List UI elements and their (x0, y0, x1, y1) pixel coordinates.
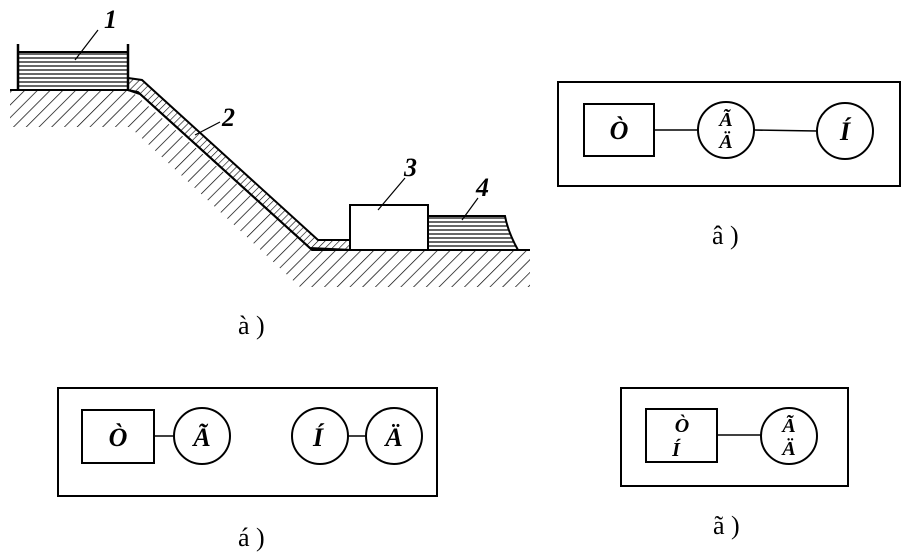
circle-top-d: Ã (780, 414, 795, 437)
box-bottom-d: Í (671, 438, 681, 461)
circle3-label-c: Ä (383, 423, 402, 452)
figure-b: Ò Ã Ä Í â ) (557, 81, 901, 250)
caption-a: à ) (238, 311, 265, 340)
ground-hatching (10, 90, 530, 287)
figure-a: 1 2 3 4 à ) (10, 5, 530, 340)
callout-4: 4 (475, 173, 489, 202)
circle1-label-c: Ã (191, 423, 210, 452)
frame-c (57, 387, 438, 497)
caption-d: ã ) (713, 511, 740, 540)
circle1-bottom-b: Ä (717, 130, 732, 153)
generator-circle-d (760, 407, 818, 465)
load-circle-b (816, 102, 874, 160)
figure-c: Ò Ã Í Ä á ) (57, 387, 438, 552)
circle2-label-c: Í (312, 423, 325, 452)
upper-reservoir (16, 44, 130, 90)
callout-line-3 (377, 177, 406, 211)
generator-circle-c (173, 407, 231, 465)
pump-circle-c (365, 407, 423, 465)
circle2-label-b: Í (839, 117, 852, 146)
callout-line-4 (461, 197, 479, 221)
caption-b: â ) (712, 221, 739, 250)
callout-2: 2 (221, 103, 235, 132)
box-label-c: Ò (109, 423, 128, 452)
callout-line-2 (194, 121, 221, 136)
figure-d: Ò Í Ã Ä ã ) (620, 387, 849, 540)
callout-1: 1 (104, 5, 117, 34)
box-top-d: Ò (675, 413, 689, 437)
tailrace (428, 215, 519, 251)
frame-b (557, 81, 901, 187)
frame-d (620, 387, 849, 487)
box-label-b: Ò (610, 116, 629, 145)
powerhouse-box (349, 204, 429, 251)
circle-bottom-d: Ä (780, 437, 795, 460)
callout-3: 3 (403, 153, 417, 182)
circle1-top-b: Ã (717, 108, 732, 131)
caption-c: á ) (238, 523, 265, 552)
callout-line-1 (74, 29, 99, 61)
